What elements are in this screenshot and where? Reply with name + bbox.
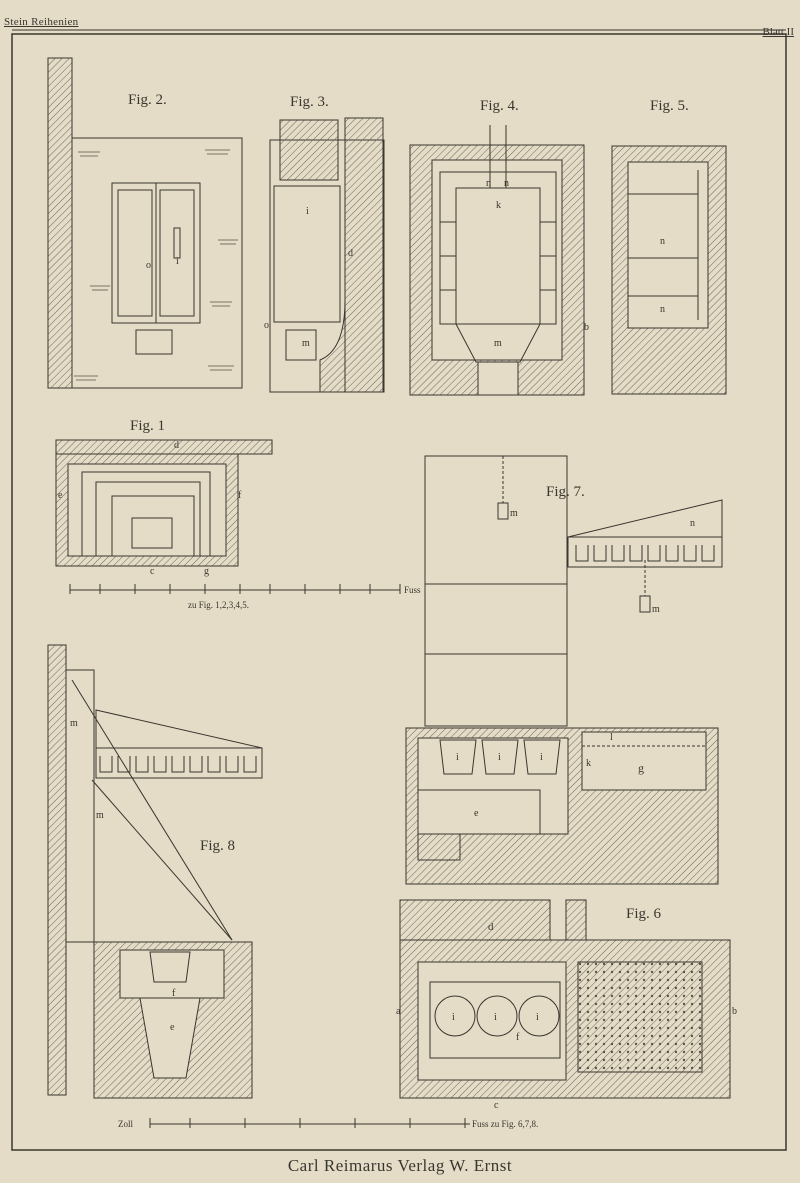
label-k-fig4: k: [496, 200, 501, 211]
figure-3: [269, 117, 385, 393]
label-n1-fig4: n: [486, 178, 491, 189]
label-e-fig1: e: [58, 490, 63, 501]
label-m2-fig7: m: [652, 604, 660, 615]
label-m1-fig8: m: [70, 718, 78, 729]
label-e-fig8: e: [170, 1022, 175, 1033]
figure-7: [405, 455, 723, 885]
label-m2-fig8: m: [96, 810, 104, 821]
figure-5: [611, 145, 727, 395]
plate-border: [11, 33, 787, 1151]
label-d-fig1: d: [174, 440, 179, 451]
label-b-fig6: b: [732, 1006, 737, 1017]
fig6-title: Fig. 6: [626, 906, 662, 922]
fig5-title: Fig. 5.: [650, 98, 689, 114]
scale2-left: Zoll: [118, 1119, 133, 1129]
figure-1: [55, 439, 273, 567]
fig3-title: Fig. 3.: [290, 94, 329, 110]
scale1-caption: zu Fig. 1,2,3,4,5.: [188, 600, 249, 610]
label-c-fig6: c: [494, 1100, 499, 1111]
label-a-fig6: a: [396, 1006, 401, 1017]
label-i2-fig6: i: [494, 1012, 497, 1023]
label-i1-fig7: i: [456, 752, 459, 763]
label-m-fig4: m: [494, 338, 502, 349]
label-c-fig1: c: [150, 566, 155, 577]
label-m1-fig7: m: [510, 508, 518, 519]
label-n2-fig4: n: [504, 178, 509, 189]
label-o-fig3: o: [264, 320, 269, 331]
label-i3-fig6: i: [536, 1012, 539, 1023]
publisher-imprint: Carl Reimarus Verlag W. Ernst: [287, 1156, 513, 1175]
label-i2-fig7: i: [498, 752, 501, 763]
label-i-fig2: i: [176, 256, 179, 267]
label-f-fig8: f: [172, 988, 176, 999]
figure-8: [47, 644, 263, 1099]
label-i1-fig6: i: [452, 1012, 455, 1023]
label-b-fig4: b: [584, 322, 589, 333]
label-o-fig2: o: [146, 260, 151, 271]
label-g-fig7: g: [638, 761, 644, 775]
fig8-title: Fig. 8: [200, 838, 235, 854]
fig7-title: Fig. 7.: [546, 484, 585, 500]
label-f-fig1: f: [238, 490, 242, 501]
label-f-fig6: f: [516, 1032, 520, 1043]
label-n-fig7: n: [690, 518, 695, 529]
label-l-fig7: l: [610, 732, 613, 743]
fig2-title: Fig. 2.: [128, 92, 167, 108]
scale-bar-2: [149, 1118, 470, 1128]
fig1-title: Fig. 1: [130, 418, 165, 434]
plate-title: Stein Reihenien: [4, 16, 79, 28]
scale1-unit: Fuss: [404, 585, 421, 595]
label-m-fig3: m: [302, 338, 310, 349]
label-k-fig7: k: [586, 758, 591, 769]
label-d-fig3: d: [348, 248, 353, 259]
label-n1-fig5: n: [660, 236, 665, 247]
figure-6: [399, 899, 731, 1099]
label-e-fig7: e: [474, 808, 479, 819]
label-n2-fig5: n: [660, 304, 665, 315]
fig4-title: Fig. 4.: [480, 98, 519, 114]
label-i-fig3: i: [306, 206, 309, 217]
figure-4: [409, 125, 585, 396]
label-d-fig6: d: [488, 921, 494, 933]
scale-bar-1: [69, 584, 401, 594]
figure-2: [47, 57, 243, 389]
label-g-fig1: g: [204, 566, 209, 577]
scale2-caption: Fuss zu Fig. 6,7,8.: [472, 1119, 538, 1129]
label-i3-fig7: i: [540, 752, 543, 763]
